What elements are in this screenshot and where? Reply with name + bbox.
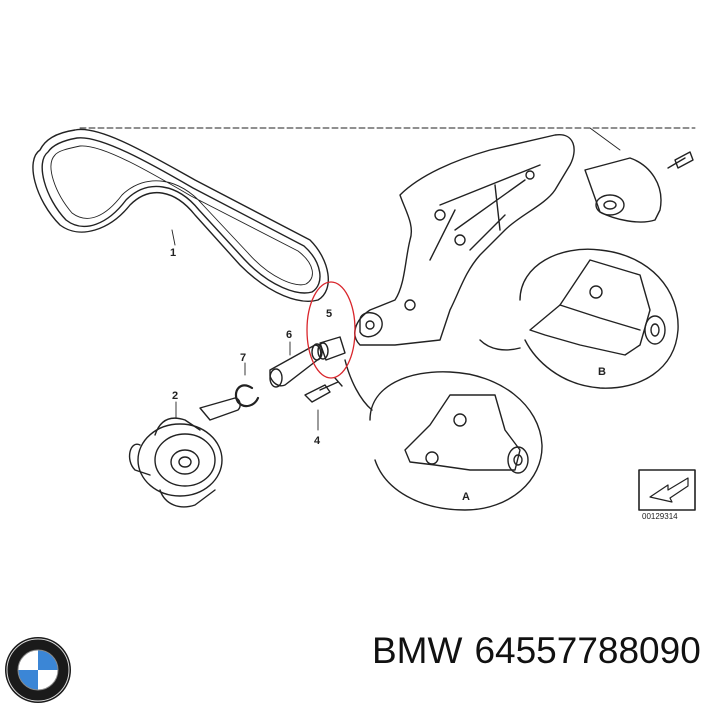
label-detail-b: B — [598, 366, 606, 378]
part-number: 64557788090 — [474, 630, 701, 671]
part-number-caption: BMW 64557788090 — [372, 632, 701, 669]
reference-line — [79, 127, 696, 151]
label-part-2: 2 — [172, 390, 178, 402]
detail-b — [479, 248, 679, 389]
circlip-part-7 — [234, 384, 260, 408]
bushing-part-5 — [317, 336, 346, 361]
sleeve-part-6 — [269, 343, 323, 388]
label-part-6: 6 — [286, 329, 292, 341]
direction-arrow-icon — [638, 469, 696, 511]
diagram-code: 00129314 — [642, 512, 678, 521]
highlight-ring — [306, 281, 356, 379]
label-part-1: 1 — [170, 247, 176, 259]
drive-belt — [32, 128, 329, 302]
label-part-4: 4 — [314, 435, 321, 447]
idler-pulley-part-2 — [128, 397, 241, 508]
bmw-logo-icon — [5, 637, 71, 703]
label-part-5: 5 — [326, 308, 332, 320]
tensioner-pulley — [584, 151, 694, 223]
mounting-bracket — [354, 134, 575, 346]
bolt-part-4 — [304, 377, 343, 403]
leader-lines — [175, 341, 319, 431]
detail-a — [344, 359, 543, 511]
brand-name: BMW — [372, 630, 463, 671]
label-detail-a: A — [462, 491, 470, 503]
label-part-7: 7 — [240, 352, 246, 364]
